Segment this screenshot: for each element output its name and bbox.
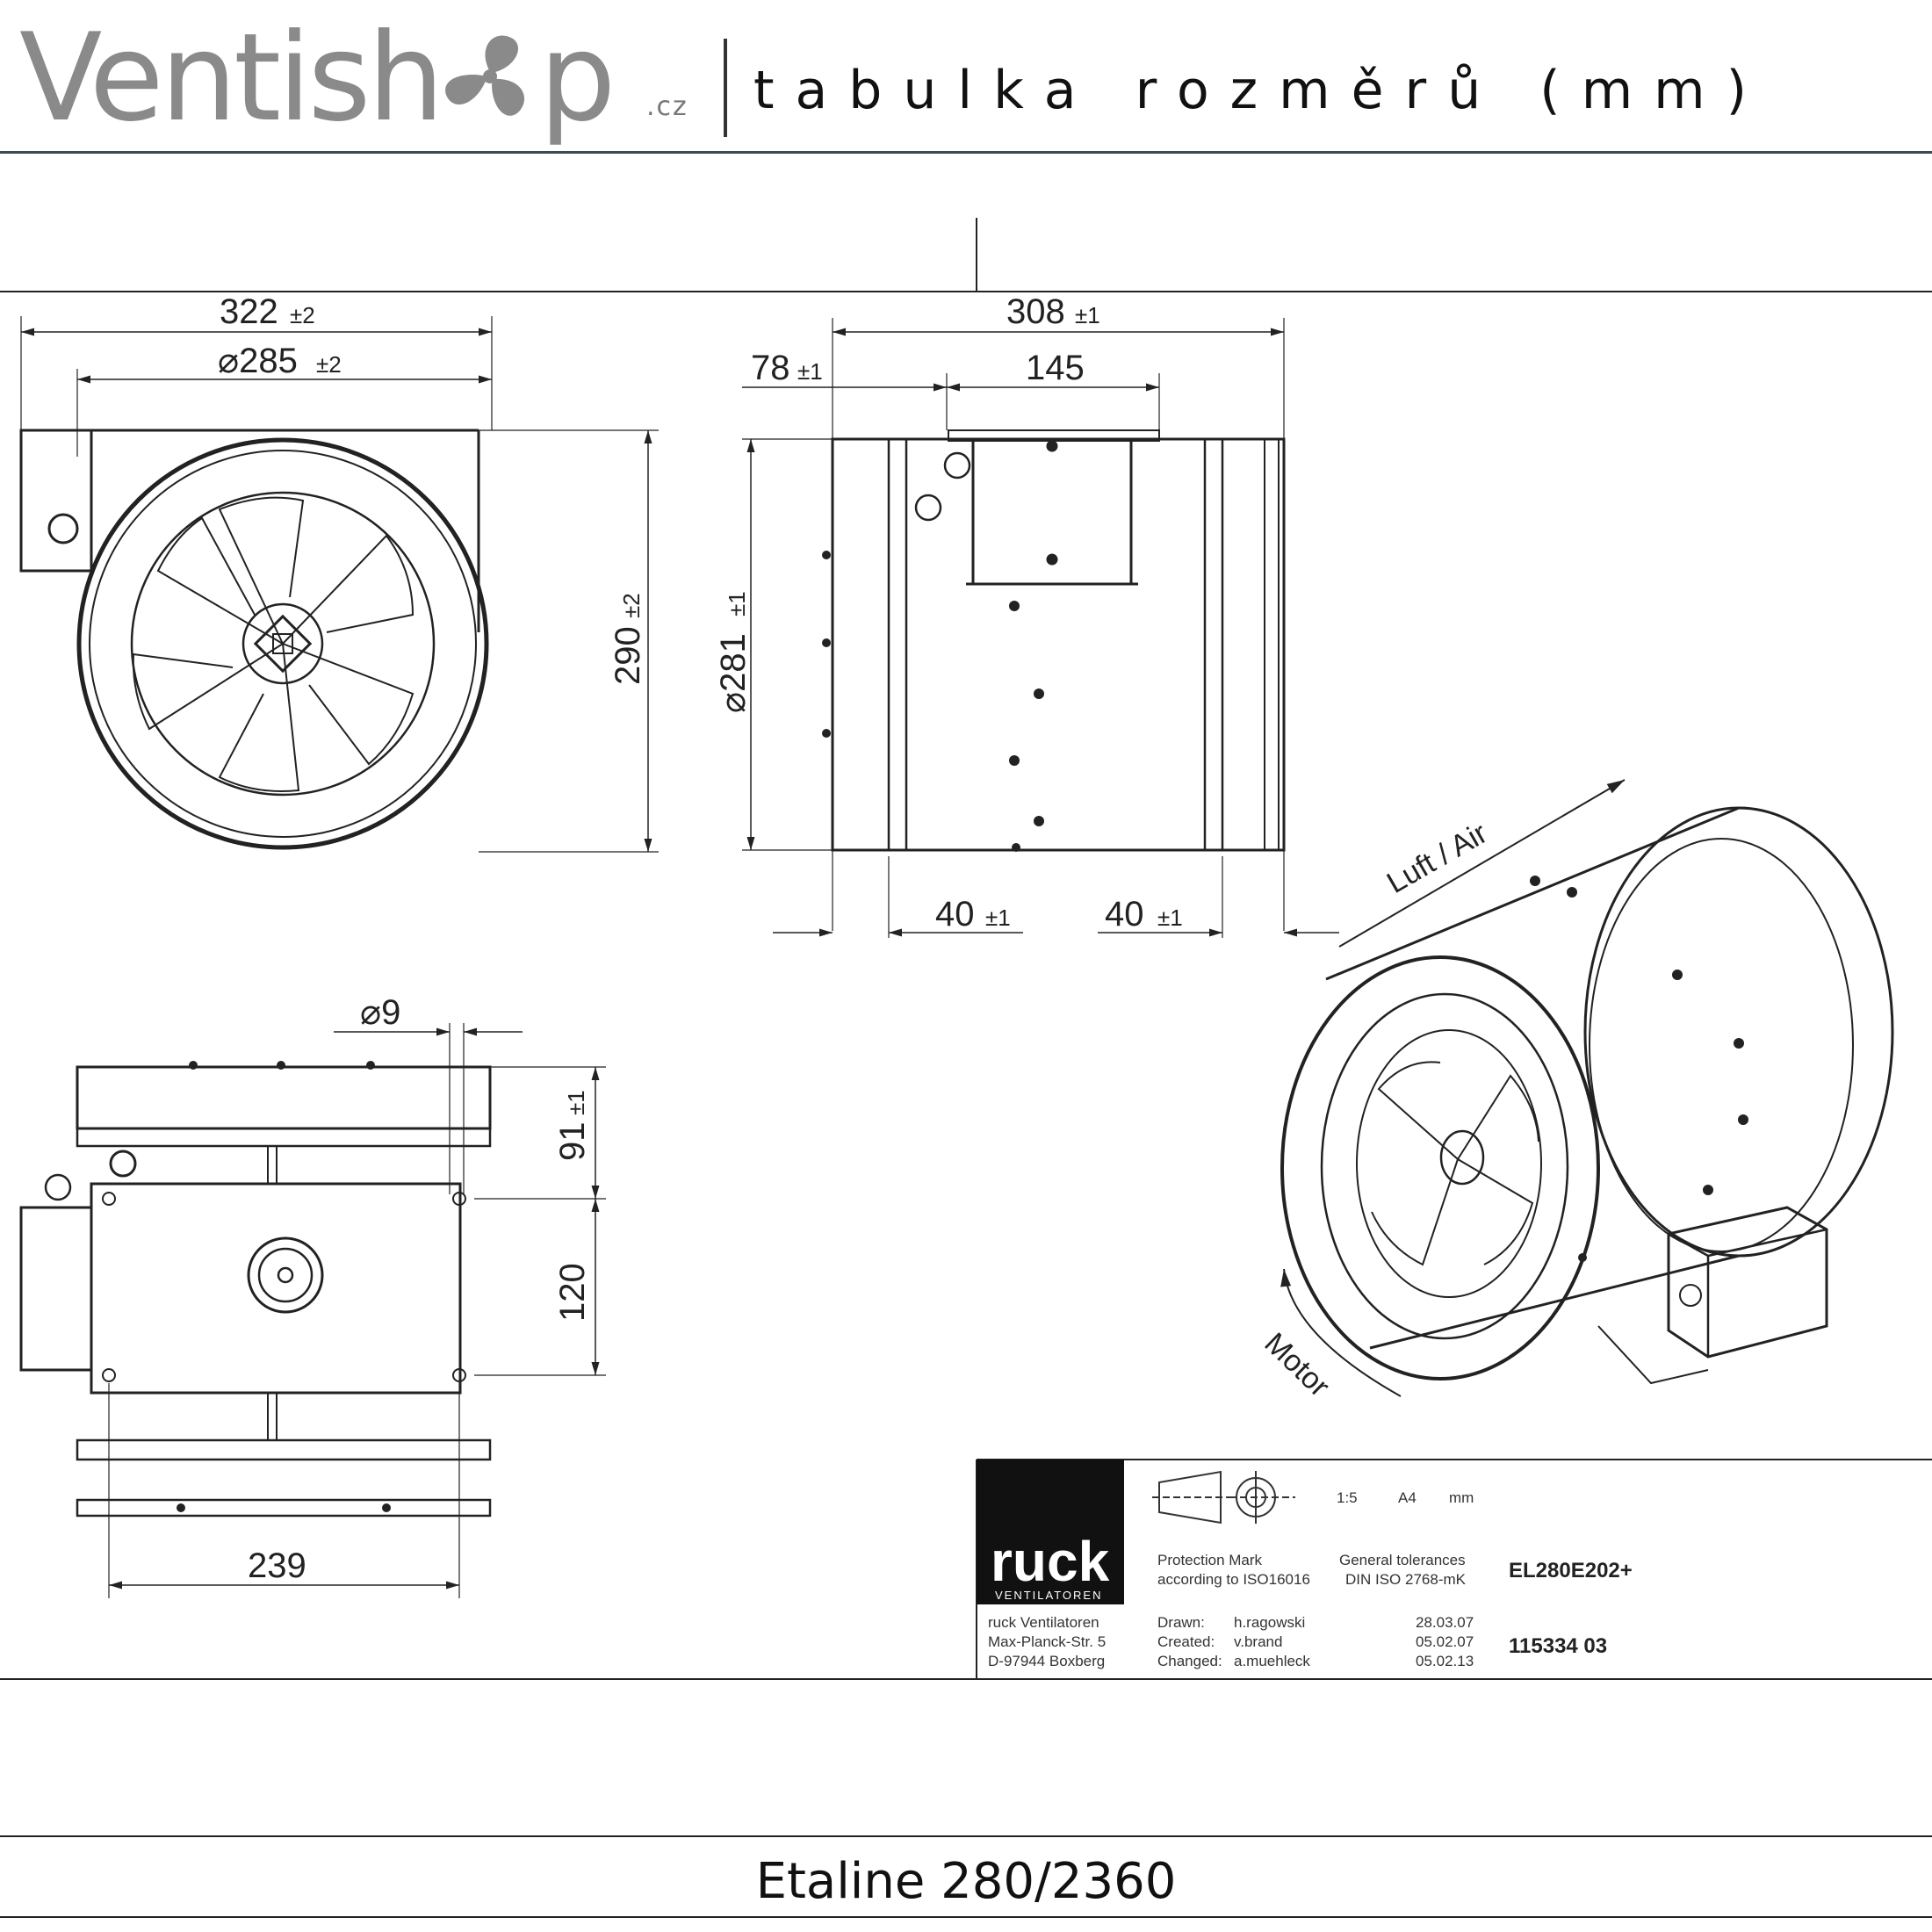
motor-label: Motor xyxy=(1258,1326,1336,1403)
created-by: v.brand xyxy=(1234,1633,1282,1650)
protection-line-1: Protection Mark xyxy=(1157,1552,1263,1568)
flange-right-tol: ±1 xyxy=(1157,905,1183,931)
side-offset-tol: ±1 xyxy=(797,358,823,385)
technical-drawing: 322 ±2 ⌀285 ±2 290 ±2 xyxy=(0,218,1932,1680)
side-diameter-dim: ⌀281 ±1 xyxy=(714,591,753,713)
tolerances-line-1: General tolerances xyxy=(1339,1552,1466,1568)
side-box-width-label: 145 xyxy=(1026,349,1085,387)
drawn-date: 28.03.07 xyxy=(1416,1614,1474,1631)
tolerances-line-2: DIN ISO 2768-mK xyxy=(1345,1571,1467,1588)
spacing-239-value: 239 xyxy=(248,1546,306,1585)
address-line-2: Max-Planck-Str. 5 xyxy=(988,1633,1106,1650)
front-height-tol: ±2 xyxy=(618,593,645,618)
front-height-label: 290 xyxy=(609,626,647,685)
header-rule xyxy=(0,151,1932,154)
svg-text:⌀281: ⌀281 xyxy=(714,633,753,713)
drawn-by: h.ragowski xyxy=(1234,1614,1305,1631)
flange-left-tol: ±1 xyxy=(985,905,1011,931)
created-date: 05.02.07 xyxy=(1416,1633,1474,1650)
footer-rule-top xyxy=(0,1835,1932,1837)
unit-text: mm xyxy=(1449,1489,1474,1506)
front-diameter-label: ⌀285 xyxy=(218,342,298,380)
side-length-label: 308 xyxy=(1006,292,1065,331)
scale-text: 1:5 xyxy=(1337,1489,1358,1506)
spacing-120-value: 120 xyxy=(553,1263,592,1322)
changed-label: Changed: xyxy=(1157,1653,1222,1669)
front-width-label: 322 xyxy=(220,292,278,331)
protection-line-2: according to ISO16016 xyxy=(1157,1571,1310,1588)
drawn-label: Drawn: xyxy=(1157,1614,1205,1631)
flange-right-label: 40 xyxy=(1105,895,1144,934)
isometric-view xyxy=(1280,779,1894,1397)
address-line-3: D-97944 Boxberg xyxy=(988,1653,1105,1669)
paper-text: A4 xyxy=(1398,1489,1417,1506)
front-height-dim: 290 ±2 xyxy=(609,593,647,685)
offset-91-tol: ±1 xyxy=(563,1090,589,1115)
spacing-120-dim: 120 xyxy=(553,1263,592,1322)
header: Ventish p .cz tabulka rozměrů (mm) xyxy=(0,0,1932,154)
logo-tld: .cz xyxy=(646,91,688,122)
hole-diameter-value: 9 xyxy=(381,993,400,1032)
top-view xyxy=(19,1023,606,1598)
logo-main: Ventish xyxy=(19,7,444,148)
side-view xyxy=(742,318,1339,938)
flange-left-label: 40 xyxy=(935,895,975,934)
product-name: Etaline 280/2360 xyxy=(755,1853,1177,1910)
page-title: tabulka rozměrů (mm) xyxy=(753,60,1768,121)
front-diameter-value: 285 xyxy=(239,342,298,380)
svg-text:Motor: Motor xyxy=(1258,1326,1336,1403)
side-offset-label: 78 xyxy=(751,349,790,387)
created-label: Created: xyxy=(1157,1633,1215,1650)
projection-symbol-icon xyxy=(1152,1470,1295,1525)
address-line-1: ruck Ventilatoren xyxy=(988,1614,1099,1631)
changed-date: 05.02.13 xyxy=(1416,1653,1474,1669)
side-length-tol: ±1 xyxy=(1075,302,1100,328)
offset-91-dim: 91 ±1 xyxy=(553,1090,592,1161)
front-diameter-tol: ±2 xyxy=(316,351,342,378)
footer-rule-bottom xyxy=(0,1916,1932,1918)
svg-text:Luft / Air: Luft / Air xyxy=(1381,817,1493,900)
airflow-label: Luft / Air xyxy=(1381,817,1493,900)
offset-91-value: 91 xyxy=(553,1122,592,1162)
front-width-tol: ±2 xyxy=(290,302,315,328)
model-number: EL280E202+ xyxy=(1509,1559,1633,1582)
changed-by: a.muehleck xyxy=(1234,1653,1310,1669)
hole-diameter-label: ⌀9 xyxy=(360,993,400,1032)
title-block: ruck VENTILATOREN ruck Ventilatoren Max-… xyxy=(0,1459,1932,1680)
logo-tail: p xyxy=(538,7,616,148)
side-diameter-value: 281 xyxy=(714,633,753,692)
ruck-logo: ruck xyxy=(991,1530,1110,1593)
drawing-number: 115334 03 xyxy=(1509,1634,1607,1658)
header-divider xyxy=(724,39,727,137)
fan-logo-icon xyxy=(441,18,539,116)
ruck-logo-sub: VENTILATOREN xyxy=(995,1589,1102,1602)
side-diameter-tol: ±1 xyxy=(724,591,750,616)
ventishop-logo[interactable]: Ventish p xyxy=(19,12,616,144)
front-view xyxy=(19,316,659,853)
